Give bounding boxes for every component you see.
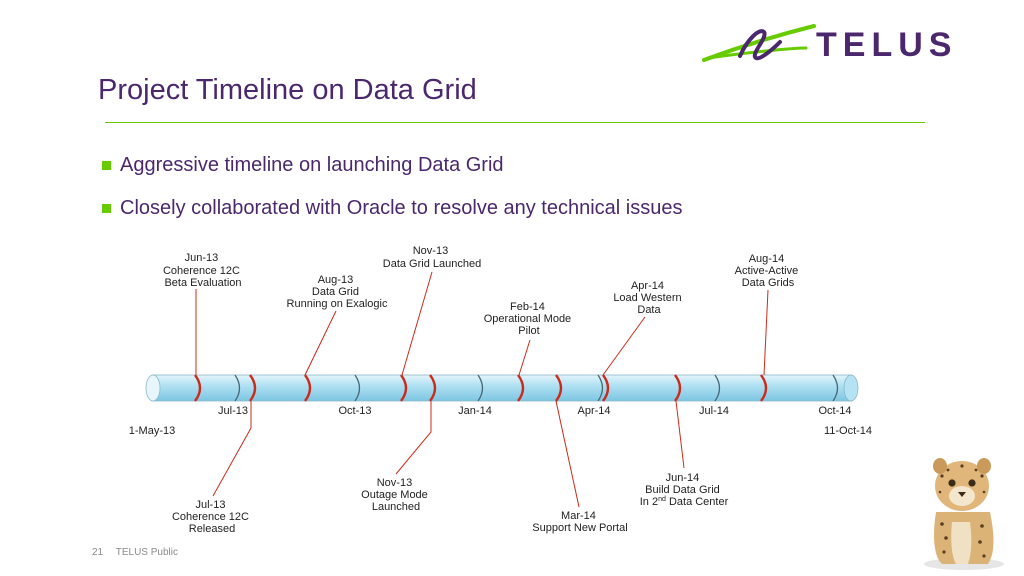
milestone-label: Apr-14 Load Western Data bbox=[613, 280, 684, 316]
milestone-label: Mar-14 Support New Portal bbox=[532, 510, 627, 534]
axis-tick-label: Jan-14 bbox=[458, 405, 492, 417]
bullet-list: Aggressive timeline on launching Data Gr… bbox=[100, 152, 683, 238]
bullet-text: Closely collaborated with Oracle to reso… bbox=[120, 197, 683, 219]
milestone-label: Aug-14 Active-Active Data Grids bbox=[735, 253, 802, 289]
axis-tick-label: Jul-13 bbox=[218, 405, 248, 417]
page-number: 21 bbox=[92, 547, 104, 558]
page-title: Project Timeline on Data Grid bbox=[98, 74, 477, 106]
milestone-label: Aug-13 Data Grid Running on Exalogic bbox=[287, 274, 388, 310]
axis-tick-label: Jul-14 bbox=[699, 405, 729, 417]
timeline-start-label: 1-May-13 bbox=[129, 425, 175, 437]
axis-tick-label: Oct-14 bbox=[818, 405, 851, 417]
bullet-square-icon bbox=[102, 161, 111, 170]
axis-tick-label: Oct-13 bbox=[338, 405, 371, 417]
pipe-start-cap bbox=[145, 374, 161, 402]
timeline-pipe bbox=[151, 374, 853, 402]
pipe-joints bbox=[234, 374, 839, 402]
logo-wordmark: TELUS bbox=[816, 26, 957, 64]
bullet-square-icon bbox=[102, 204, 111, 213]
logo-flourish bbox=[738, 29, 782, 61]
leader-lines bbox=[195, 271, 769, 508]
milestone-markers bbox=[194, 374, 768, 402]
footer: 21 TELUS Public bbox=[92, 547, 188, 558]
telus-logo: TELUS bbox=[702, 24, 957, 64]
milestone-label: Jul-13 Coherence 12C Released bbox=[172, 499, 252, 535]
cheetah-mascot-image bbox=[924, 458, 1004, 570]
milestone-label: Jun-14 Build Data Grid In 2nd Data Cente… bbox=[640, 472, 729, 508]
bullet-text: Aggressive timeline on launching Data Gr… bbox=[120, 154, 504, 176]
milestone-label: Nov-13 Outage Mode Launched bbox=[361, 477, 431, 513]
bullet-item: Closely collaborated with Oracle to reso… bbox=[100, 195, 683, 222]
bullet-item: Aggressive timeline on launching Data Gr… bbox=[100, 152, 683, 179]
timeline-diagram: Jul-13 Oct-13 Jan-14 Apr-14 Jul-14 Oct-1… bbox=[129, 245, 872, 535]
axis-tick-label: Apr-14 bbox=[577, 405, 610, 417]
milestone-label: Feb-14 Operational Mode Pilot bbox=[484, 301, 575, 337]
milestone-label: Nov-13 Data Grid Launched bbox=[383, 245, 481, 270]
classification-label: TELUS Public bbox=[115, 547, 178, 558]
milestone-label: Jun-13 Coherence 12C Beta Evaluation bbox=[163, 252, 243, 289]
pipe-end-cap bbox=[843, 374, 859, 402]
title-divider bbox=[105, 122, 925, 123]
timeline-end-label: 11-Oct-14 bbox=[824, 425, 872, 437]
